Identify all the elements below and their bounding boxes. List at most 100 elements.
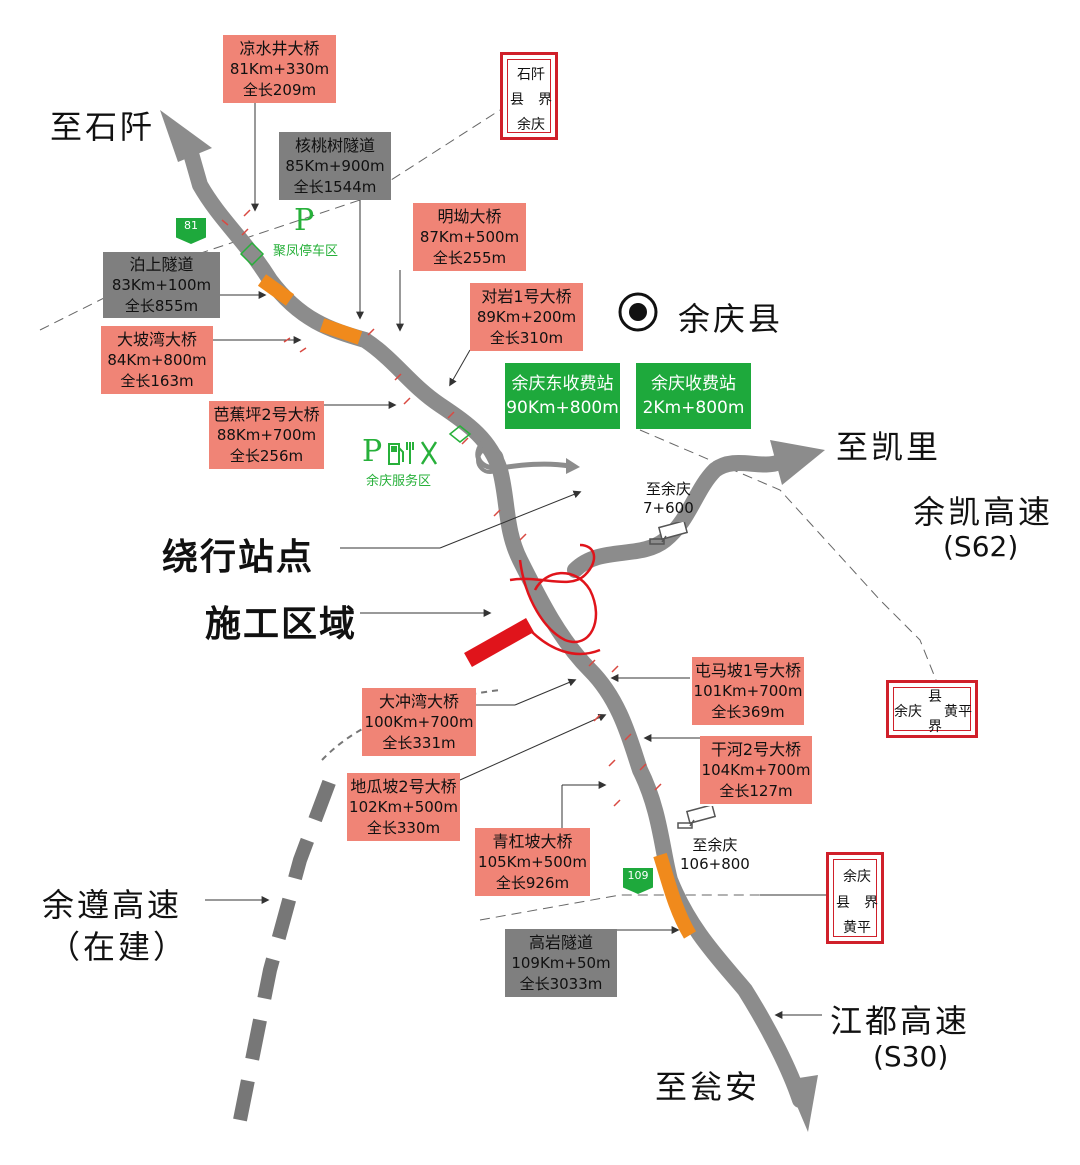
- yukai-expressway: [567, 454, 788, 578]
- tunnel-segment-hetaoshu: [319, 318, 363, 345]
- tunnel-box: 泊上隧道 83Km+100m 全长855m: [103, 252, 220, 318]
- arrow-to-kaili: [770, 440, 825, 485]
- bridge-box: 芭蕉坪2号大桥 88Km+700m 全长256m: [209, 401, 324, 469]
- arrow-to-wengan: [786, 1075, 818, 1132]
- service-parking-icon: P: [362, 434, 383, 469]
- tunnel-km: 83Km+100m: [111, 275, 212, 294]
- bridge-name: 芭蕉坪2号大桥: [213, 404, 320, 424]
- yuzun-expressway-planned: [233, 777, 337, 1122]
- bridge-name: 大坡湾大桥: [116, 329, 197, 349]
- bridge-length: 全长331m: [382, 733, 456, 752]
- exit-marker-km: 7+600: [643, 499, 694, 517]
- arrow-to-shiqian: [160, 110, 212, 162]
- boundary-sign-county-b: 黄平: [944, 704, 972, 720]
- bridge-name: 屯马坡1号大桥: [694, 660, 802, 680]
- bridge-name: 青杠坡大桥: [492, 831, 573, 851]
- bridge-box: 大冲湾大桥 100Km+700m 全长331m: [362, 688, 476, 756]
- bridge-name: 干河2号大桥: [710, 739, 802, 759]
- bridge-length: 全长330m: [366, 818, 441, 837]
- toll-station-name: 余庆东收费站: [511, 374, 614, 394]
- tunnel-box: 核桃树隧道 85Km+900m 全长1544m: [279, 132, 391, 200]
- bridge-box: 干河2号大桥 104Km+700m 全长127m: [700, 736, 812, 804]
- bridge-box: 屯马坡1号大桥 101Km+700m 全长369m: [692, 657, 804, 725]
- construction-ramp-3: [529, 629, 601, 656]
- service-area-name: 余庆服务区: [366, 474, 432, 489]
- toll-station-km: 2Km+800m: [642, 398, 745, 418]
- tunnel-name: 泊上隧道: [129, 254, 194, 274]
- bridge-km: 88Km+700m: [216, 425, 317, 444]
- boundary-sign-county-b: 余庆: [517, 117, 545, 133]
- exit-marker: 至余庆 7+600: [643, 480, 694, 518]
- exit-marker-dest: 至余庆: [645, 480, 691, 498]
- bridge-length: 全长255m: [432, 248, 507, 267]
- destination-wengan: 至瓮安: [655, 1068, 761, 1106]
- fuel-food-icon: [388, 441, 438, 465]
- tunnel-name: 核桃树隧道: [294, 135, 375, 155]
- legend-detour: 绕行站点: [162, 537, 315, 578]
- bridge-km: 87Km+500m: [419, 227, 520, 246]
- bridge-box: 青杠坡大桥 105Km+500m 全长926m: [475, 828, 590, 896]
- tunnel-length: 全长855m: [124, 296, 199, 315]
- toll-station: 余庆东收费站 90Km+800m: [505, 363, 620, 429]
- boundary-sign-label: 县: [510, 92, 524, 108]
- ramp-loop: [476, 446, 504, 474]
- destination-shiqian: 至石阡: [50, 108, 156, 146]
- county-seat-outer: [618, 292, 658, 332]
- bridge-length: 全长163m: [120, 371, 194, 390]
- bridge-length: 全长369m: [711, 702, 785, 721]
- toll-station: 余庆收费站 2Km+800m: [636, 363, 751, 429]
- boundary-sign-top: 石阡 县 界 余庆: [500, 52, 558, 140]
- tunnel-km: 85Km+900m: [285, 156, 385, 175]
- boundary-sign-bottom: 余庆 县 界 黄平: [826, 852, 884, 944]
- highway-jiangdu-name: 江都高速: [830, 1002, 971, 1040]
- bridge-km: 100Km+700m: [364, 712, 474, 731]
- county-name: 余庆县: [678, 300, 784, 338]
- bridge-length: 全长310m: [489, 328, 564, 347]
- tunnel-box: 高岩隧道 109Km+50m 全长3033m: [505, 929, 617, 997]
- parking-ramp-icon: [239, 241, 265, 267]
- bridge-km: 102Km+500m: [349, 797, 458, 816]
- bridge-km: 89Km+200m: [476, 307, 577, 326]
- bridge-box: 凉水井大桥 81Km+330m 全长209m: [223, 35, 336, 103]
- bridge-length: 全长256m: [229, 446, 304, 465]
- boundary-sign-label: 界: [864, 895, 878, 911]
- boundary-sign-county-a: 余庆: [894, 704, 922, 720]
- tunnel-km: 109Km+50m: [511, 953, 611, 972]
- bridge-km: 105Km+500m: [478, 852, 587, 871]
- boundary-sign-label: 县: [836, 895, 850, 911]
- bridge-name: 凉水井大桥: [239, 38, 320, 58]
- toll-station-km: 90Km+800m: [506, 398, 619, 418]
- construction-ramp-2: [509, 543, 596, 584]
- bridge-name: 大冲湾大桥: [378, 691, 459, 711]
- boundary-sign-label: 界: [928, 719, 942, 735]
- legend-construction: 施工区域: [205, 604, 358, 645]
- bridge-box: 地瓜坡2号大桥 102Km+500m 全长330m: [347, 773, 460, 841]
- tunnel-segment-gaoyan: [653, 852, 697, 939]
- exit-marker: 至余庆 106+800: [680, 836, 750, 874]
- bridge-km: 101Km+700m: [693, 681, 803, 700]
- bridge-box: 大坡湾大桥 84Km+800m 全长163m: [101, 326, 213, 394]
- boundary-sign-county-a: 余庆: [843, 869, 871, 885]
- highway-yuzun-name: 余遵高速: [42, 886, 183, 924]
- ramp-arrow: [566, 458, 580, 474]
- bridge-length: 全长926m: [495, 873, 570, 892]
- boundary-sign-label: 县: [928, 689, 942, 705]
- bridge-km: 81Km+330m: [229, 59, 330, 78]
- parking-icon: P: [294, 203, 315, 238]
- exit-marker-dest: 至余庆: [692, 836, 738, 854]
- county-boundary-south: [479, 894, 830, 921]
- camera-icon: [677, 806, 717, 829]
- exit-marker-km: 106+800: [680, 855, 750, 873]
- bridge-box: 明坳大桥 87Km+500m 全长255m: [413, 203, 526, 271]
- parking-area-name: 聚凤停车区: [273, 244, 339, 259]
- tunnel-name: 高岩隧道: [528, 932, 593, 952]
- bridge-length: 全长127m: [719, 781, 793, 800]
- camera-icon: [649, 522, 689, 545]
- boundary-sign-right: 县 余庆 黄平 界: [886, 680, 978, 738]
- boundary-sign-county-b: 黄平: [843, 920, 871, 936]
- highway-jiangdu-code: (S30): [873, 1040, 949, 1073]
- tunnel-length: 全长1544m: [293, 177, 377, 196]
- county-seat-inner: [629, 303, 647, 321]
- bridge-name: 明坳大桥: [437, 206, 502, 226]
- bridge-box: 对岩1号大桥 89Km+200m 全长310m: [470, 283, 583, 351]
